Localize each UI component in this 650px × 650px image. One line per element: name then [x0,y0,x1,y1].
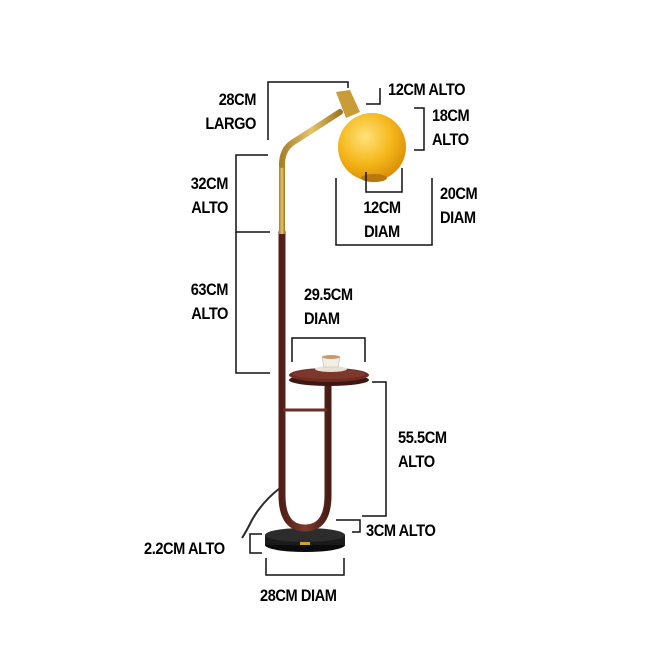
label-table-diameter-value: 29.5CM [304,285,353,304]
lamp-shade [338,113,406,181]
dim-cap-height [366,88,381,105]
dimension-lines [235,81,433,576]
label-table-diameter: 29.5CM DIAM [304,283,353,331]
label-lower-pole-value: 63CM [190,280,229,299]
label-table-diameter-unit: DIAM [304,309,340,328]
label-arm-width: 28CM LARGO [204,88,256,136]
label-lower-pole-unit: ALTO [191,304,228,323]
dim-upper-pole [235,154,270,233]
dim-table-height [362,381,387,517]
brass-arm [279,109,343,168]
shade-opening [361,174,387,182]
dim-table-diameter [291,337,366,362]
label-upper-pole-value: 32CM [190,174,229,193]
label-table-height-value: 55.5CM [398,428,447,447]
dim-arm-width [267,81,349,140]
upper-pole [279,162,285,234]
cup-coffee [322,355,340,359]
power-cord [241,487,281,539]
label-shade-diameter-unit: DIAM [440,208,476,227]
label-base-diameter: 28CM DIAM [260,586,337,605]
label-shade-height-unit: ALTO [432,130,469,149]
label-opening-diameter: 12CM DIAM [356,196,408,244]
label-opening-diameter-value: 12CM [363,198,401,217]
label-base-riser: 3CM ALTO [366,521,436,540]
label-arm-width-value: 28CM [218,90,257,109]
side-table-top [293,369,365,379]
dim-base-diameter [265,558,345,576]
label-opening-diameter-unit: DIAM [364,222,400,241]
dim-lower-pole [235,232,270,374]
dim-base-riser [336,519,361,533]
label-lower-pole: 63CM ALTO [176,278,229,326]
label-shade-height-value: 18CM [432,106,470,125]
saucer [315,366,347,372]
label-table-height-unit: ALTO [398,452,435,471]
label-upper-pole: 32CM ALTO [176,172,229,220]
shade-cap [336,90,360,118]
dim-shade-height [414,107,425,151]
u-frame [278,228,332,532]
label-shade-diameter: 20CM DIAM [440,182,478,230]
base-disc-top [265,528,345,542]
dim-base-thickness [249,533,262,554]
label-base-thickness: 2.2CM ALTO [144,539,225,558]
dim-opening-diameter [365,168,403,193]
label-shade-height: 18CM ALTO [432,104,470,152]
label-shade-diameter-value: 20CM [440,184,478,203]
dim-shade-diameter [335,178,433,246]
label-arm-width-unit: LARGO [205,114,256,133]
label-cap-height: 12CM ALTO [388,80,466,99]
label-upper-pole-unit: ALTO [191,198,228,217]
label-table-height: 55.5CM ALTO [398,426,447,474]
base-switch [300,542,310,545]
